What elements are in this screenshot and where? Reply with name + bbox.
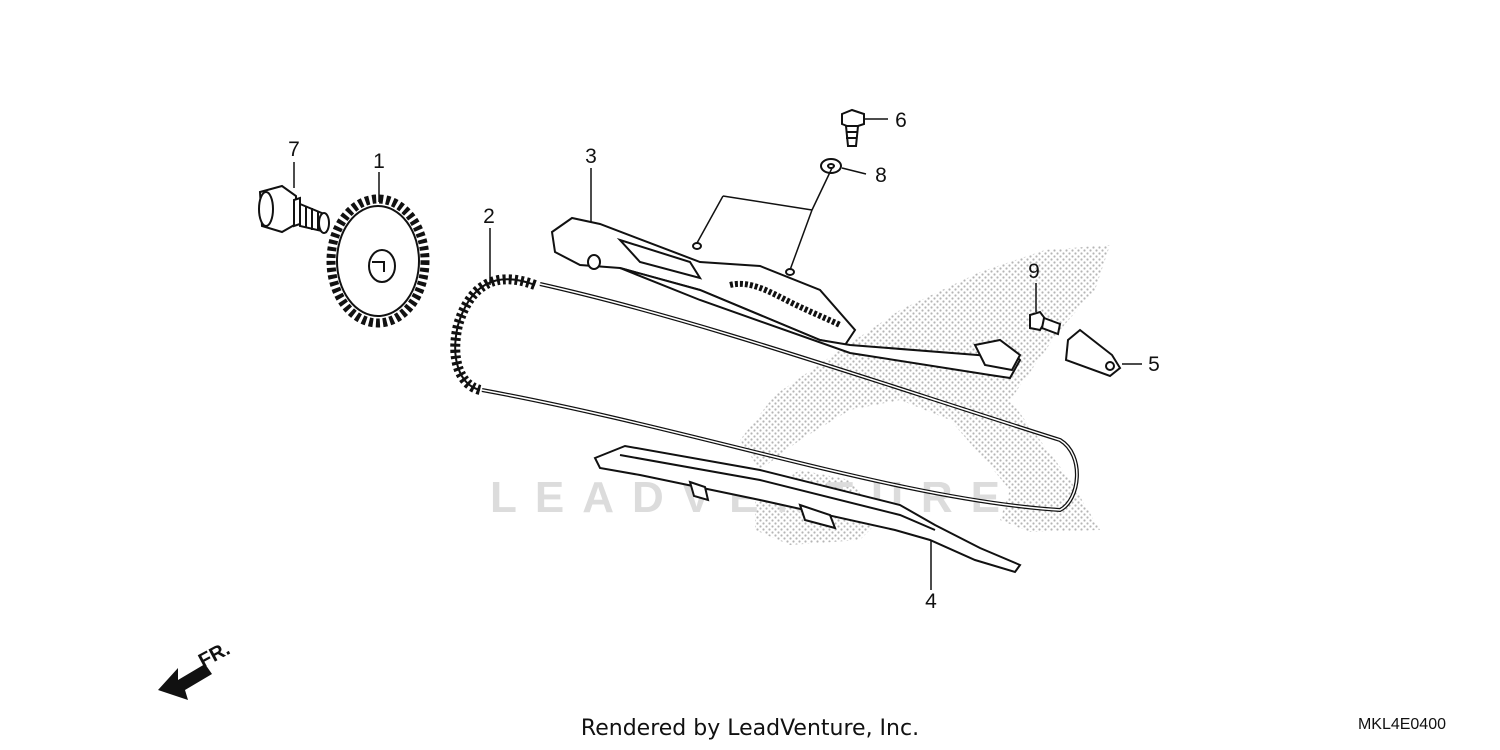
callout-6: 6 [895,109,907,132]
bolt-part-9 [1029,310,1062,336]
callout-7: 7 [288,138,300,161]
callout-8: 8 [875,164,887,187]
tensioner-arm-part-3 [550,216,1022,380]
diagram-code: MKL4E0400 [1357,716,1446,733]
callout-4: 4 [925,590,937,613]
bolt-part-7 [258,184,330,234]
leader-lines [293,118,1142,590]
front-arrow-icon [158,664,212,700]
callout-labels: 1 2 3 4 5 6 7 8 9 [288,109,1160,613]
front-direction-indicator: FR. [158,638,234,700]
bolt-part-6 [841,108,865,147]
callout-3: 3 [585,145,597,168]
rendered-by-credit: Rendered by LeadVenture, Inc. [580,716,920,741]
chain-guide-part-4 [593,444,1022,574]
callout-2: 2 [483,205,495,228]
callout-5: 5 [1148,353,1160,376]
cam-chain-part-2 [450,274,1079,513]
sprocket-part-1 [326,194,430,328]
stopper-part-5 [1064,328,1122,378]
washer-part-8 [820,158,842,174]
callout-1: 1 [373,150,385,173]
callout-9: 9 [1028,260,1040,283]
